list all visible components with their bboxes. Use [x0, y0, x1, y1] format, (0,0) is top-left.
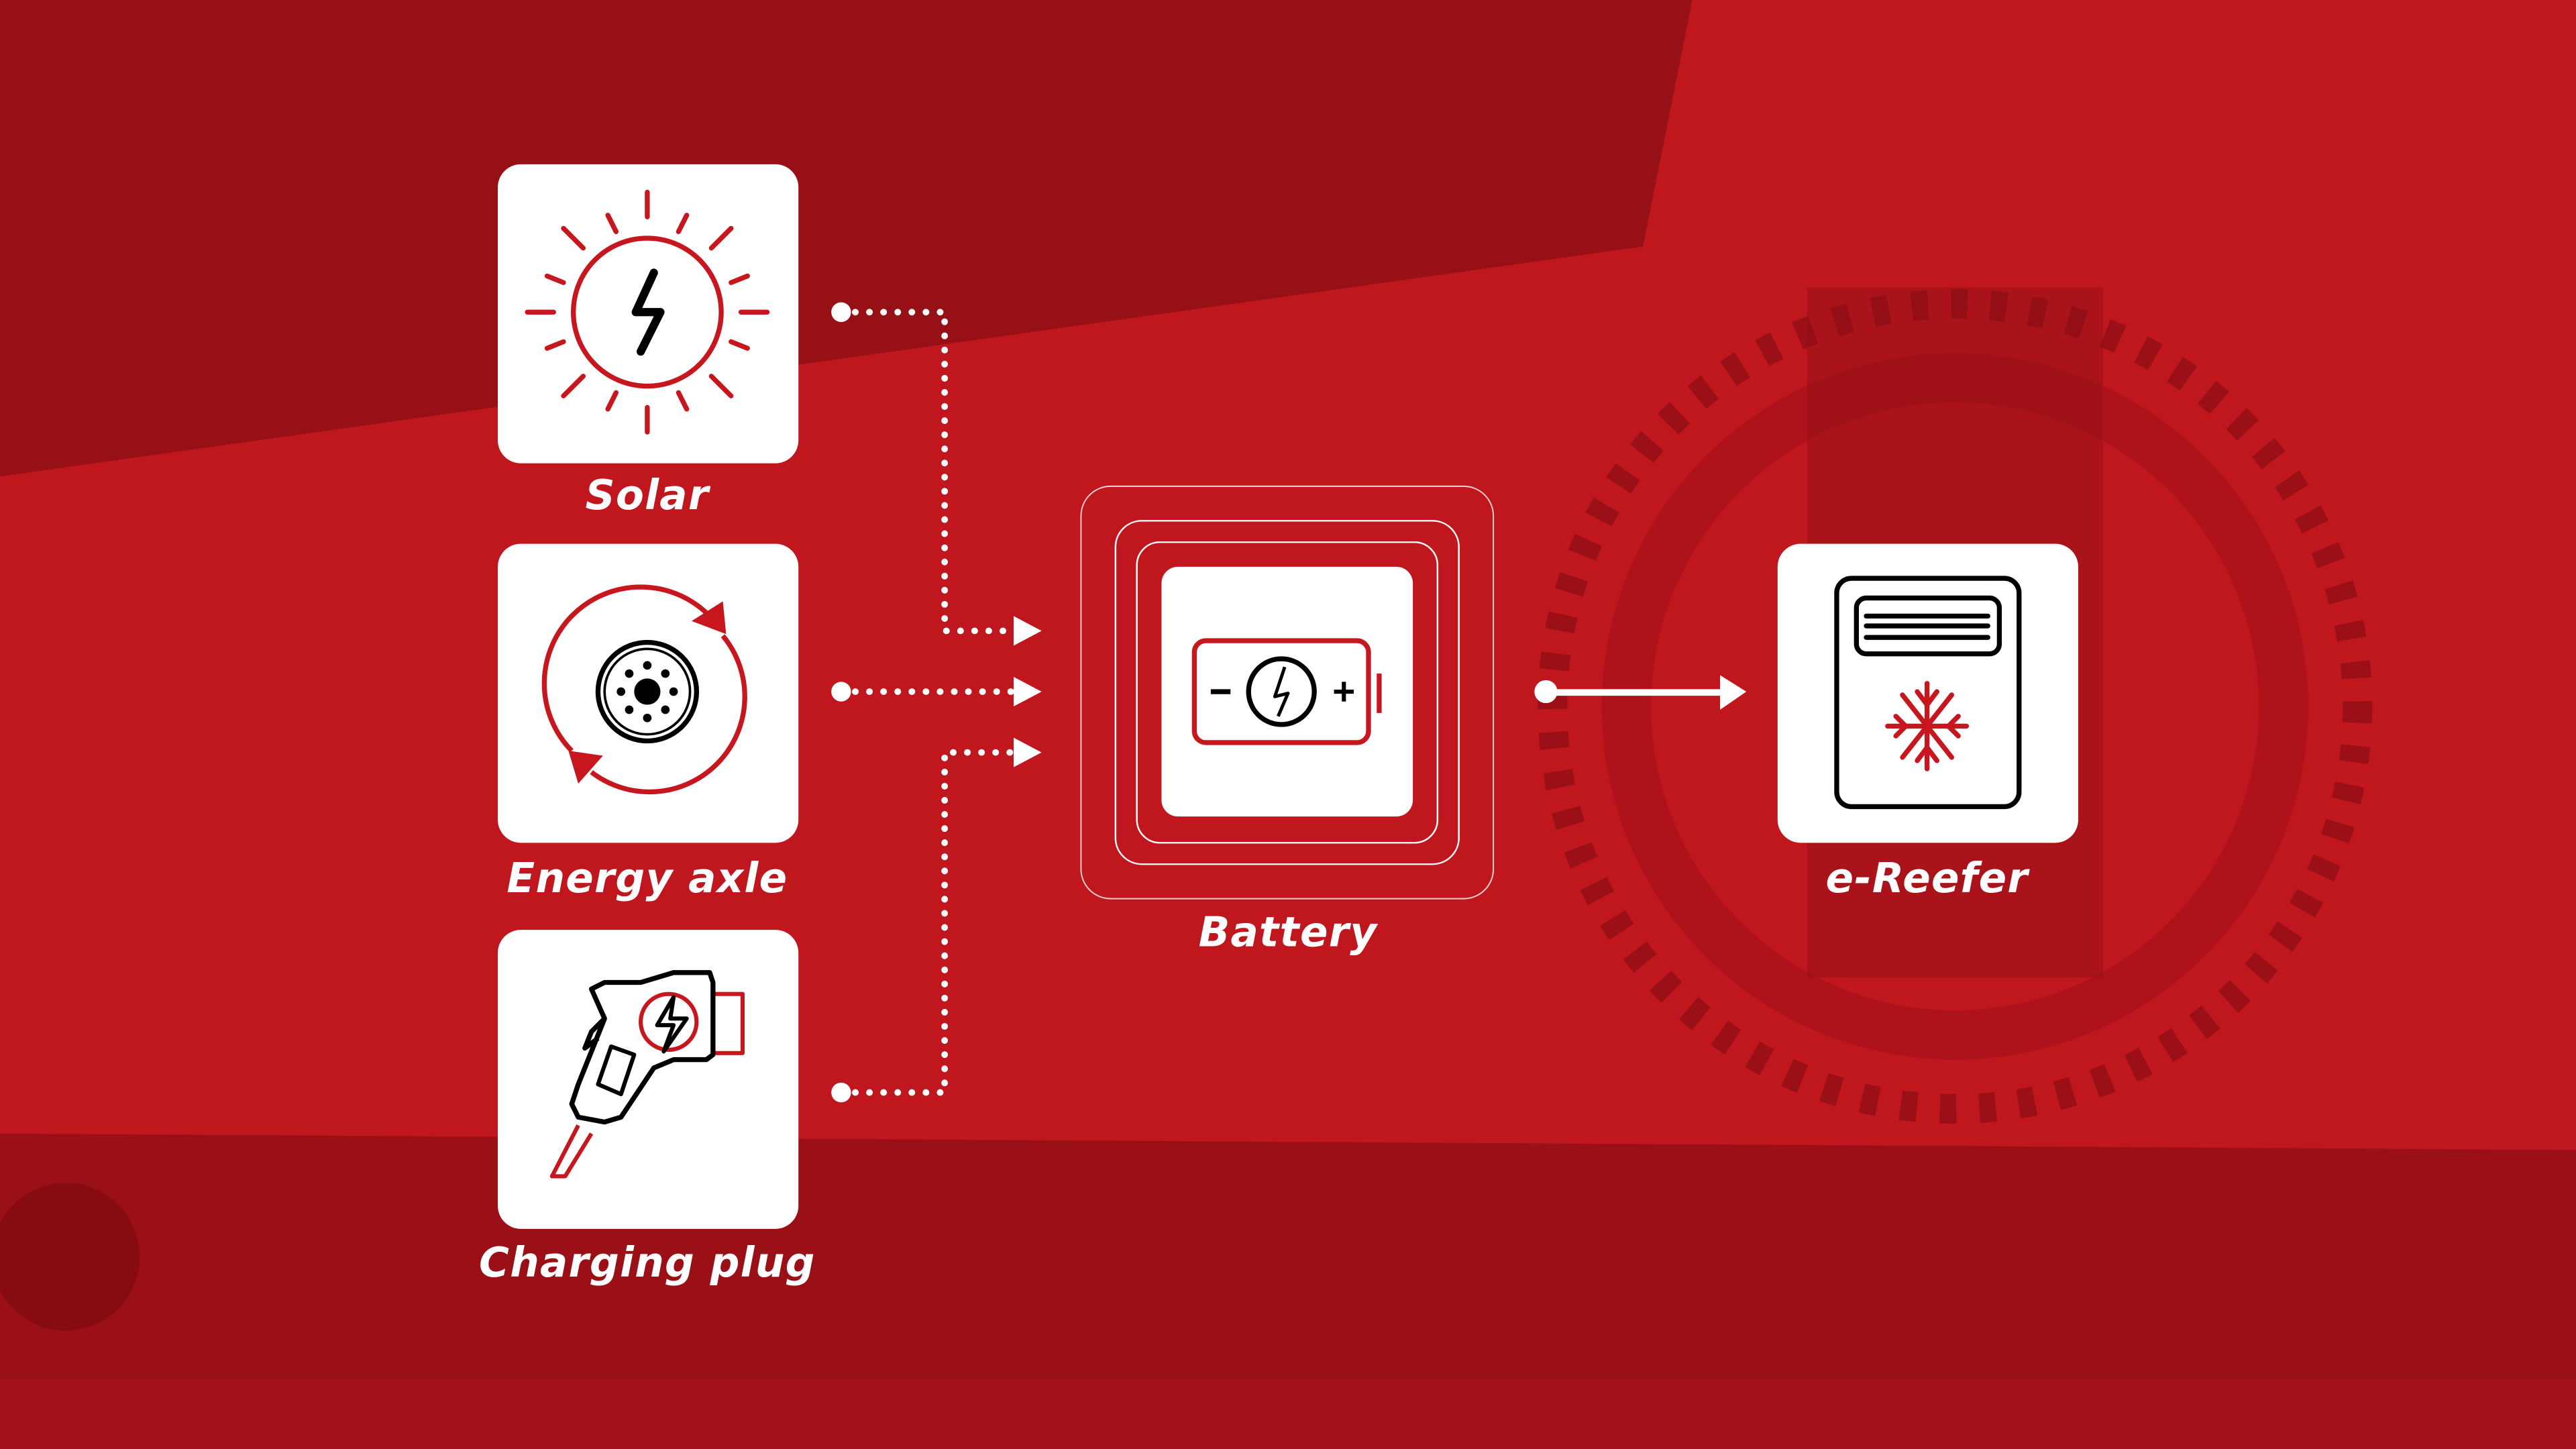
energy-axle-label: Energy axle [506, 855, 788, 902]
target-e-reefer: e-Reefer [1777, 543, 2078, 902]
ev-charging-plug-icon [549, 970, 745, 1179]
snowflake-icon [1885, 681, 1970, 771]
connector-solar-to-battery [831, 302, 1042, 646]
battery-charge-icon [1191, 638, 1382, 745]
battery-label: Battery [1199, 909, 1379, 957]
source-energy-axle: Energy axle [498, 543, 799, 902]
connector-charging-plug-to-battery [831, 737, 1042, 1103]
battery-card [1161, 566, 1413, 817]
refrigeration-unit-icon [1834, 576, 2022, 810]
sun-lightning-icon [525, 189, 770, 435]
connector-battery-to-e-reefer [1534, 675, 1747, 710]
arrowhead-icon [1014, 616, 1042, 646]
solar-label: Solar [586, 472, 711, 519]
arrowhead-icon [1720, 675, 1747, 710]
connector-energy-axle-to-battery [831, 676, 1042, 707]
arrowhead-icon [1014, 676, 1042, 707]
arrowhead-icon [1014, 737, 1042, 767]
battery-node: Battery [1080, 485, 1495, 957]
axle-rotation-icon [541, 584, 747, 795]
source-solar: Solar [498, 164, 799, 519]
charging-plug-label: Charging plug [479, 1239, 816, 1287]
source-charging-plug: Charging plug [479, 930, 816, 1287]
e-reefer-label: e-Reefer [1826, 855, 2031, 902]
source-connectors [831, 302, 1042, 1103]
